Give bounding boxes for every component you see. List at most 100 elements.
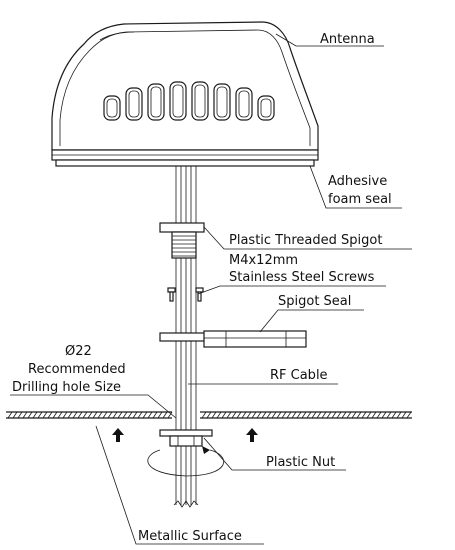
surface-hatch-mark — [82, 411, 88, 419]
arrow-up-icon — [112, 428, 124, 442]
plastic-nut — [147, 429, 225, 477]
arrow-up-icon — [246, 428, 258, 442]
surface-hatch-mark — [386, 411, 392, 419]
threaded-spigot — [159, 222, 205, 259]
surface-hatch-mark — [311, 411, 317, 419]
surface-hatch-mark — [92, 411, 98, 419]
surface-hatch-mark — [316, 411, 322, 419]
surface-hatch-mark — [57, 411, 63, 419]
surface-hatch-mark — [231, 411, 237, 419]
surface-hatch-mark — [226, 411, 232, 419]
label-recommended: Recommended — [28, 362, 126, 377]
surface-hatch-mark — [391, 411, 397, 419]
label-threaded-spigot: Plastic Threaded Spigot — [229, 233, 382, 248]
surface-hatch-mark — [276, 411, 282, 419]
surface-hatch-mark — [241, 411, 247, 419]
surface-hatch-mark — [406, 411, 412, 419]
label-rf-cable: RF Cable — [270, 368, 328, 383]
surface-hatch-mark — [162, 411, 168, 419]
surface-hatch-mark — [301, 411, 307, 419]
surface-hatch-mark — [326, 411, 332, 419]
surface-hatch-mark — [132, 411, 138, 419]
surface-hatch-mark — [306, 411, 312, 419]
surface-hatch-mark — [346, 411, 352, 419]
surface-hatch-mark — [216, 411, 222, 419]
surface-hatch-mark — [112, 411, 118, 419]
surface-hatch-mark — [127, 411, 133, 419]
surface-hatch-mark — [261, 411, 267, 419]
surface-hatch-mark — [122, 411, 128, 419]
surface-hatch-mark — [22, 411, 28, 419]
surface-hatch-mark — [67, 411, 73, 419]
surface-hatch-mark — [37, 411, 43, 419]
surface-hatch-mark — [157, 411, 163, 419]
surface-hatch-mark — [401, 411, 407, 419]
surface-hatch-mark — [291, 411, 297, 419]
surface-hatch-mark — [296, 411, 302, 419]
surface-hatch-mark — [167, 411, 173, 419]
label-hole-diameter: Ø22 — [65, 344, 92, 359]
surface-hatch-mark — [72, 411, 78, 419]
surface-hatch-mark — [147, 411, 153, 419]
surface-hatch-mark — [27, 411, 33, 419]
surface-hatch-mark — [371, 411, 377, 419]
surface-hatch-mark — [266, 411, 272, 419]
surface-hatch-mark — [17, 411, 23, 419]
label-screw-size: M4x12mm — [229, 253, 298, 268]
surface-hatch-mark — [107, 411, 113, 419]
label-drilling-hole: Drilling hole Size — [12, 380, 121, 395]
surface-hatch-mark — [142, 411, 148, 419]
surface-hatch-mark — [62, 411, 68, 419]
surface-hatch-mark — [137, 411, 143, 419]
label-adhesive: Adhesive — [328, 174, 387, 189]
surface-hatch-mark — [201, 411, 207, 419]
surface-hatch-mark — [47, 411, 53, 419]
vent-slots — [103, 81, 275, 121]
surface-hatch-mark — [281, 411, 287, 419]
surface-hatch-mark — [32, 411, 38, 419]
surface-hatch-mark — [381, 411, 387, 419]
surface-hatch-mark — [256, 411, 262, 419]
surface-hatch-mark — [341, 411, 347, 419]
surface-hatch-mark — [236, 411, 242, 419]
spigot-seal — [159, 330, 307, 348]
surface-hatch-mark — [286, 411, 292, 419]
surface-hatch-mark — [366, 411, 372, 419]
surface-hatch-mark — [396, 411, 402, 419]
surface-hatch-mark — [246, 411, 252, 419]
surface-hatch-mark — [271, 411, 277, 419]
surface-hatch-mark — [52, 411, 58, 419]
surface-hatch-mark — [7, 411, 13, 419]
callout-labels: Antenna Adhesive foam seal Plastic Threa… — [12, 32, 392, 544]
label-plastic-nut: Plastic Nut — [266, 455, 335, 470]
surface-hatch-mark — [211, 411, 217, 419]
surface-hatch-mark — [42, 411, 48, 419]
surface-hatch-mark — [102, 411, 108, 419]
metallic-surface — [6, 411, 412, 419]
surface-hatch-mark — [361, 411, 367, 419]
label-screws: Stainless Steel Screws — [229, 270, 375, 285]
antenna-dome — [51, 21, 319, 167]
surface-hatch-mark — [351, 411, 357, 419]
surface-hatch-mark — [77, 411, 83, 419]
surface-hatch-mark — [97, 411, 103, 419]
surface-hatch-mark — [321, 411, 327, 419]
label-antenna: Antenna — [320, 32, 375, 47]
surface-hatch-mark — [152, 411, 158, 419]
label-metallic-surface: Metallic Surface — [138, 529, 242, 544]
leader-lines — [10, 33, 412, 545]
surface-hatch-mark — [376, 411, 382, 419]
surface-hatch-mark — [206, 411, 212, 419]
surface-hatch-mark — [117, 411, 123, 419]
surface-hatch-mark — [12, 411, 18, 419]
surface-hatch-mark — [336, 411, 342, 419]
surface-hatch-mark — [356, 411, 362, 419]
surface-hatch-mark — [331, 411, 337, 419]
surface-hatch-mark — [87, 411, 93, 419]
label-foam-seal: foam seal — [328, 192, 392, 207]
screws — [167, 287, 204, 302]
surface-hatch-mark — [251, 411, 257, 419]
label-spigot-seal: Spigot Seal — [278, 294, 351, 309]
